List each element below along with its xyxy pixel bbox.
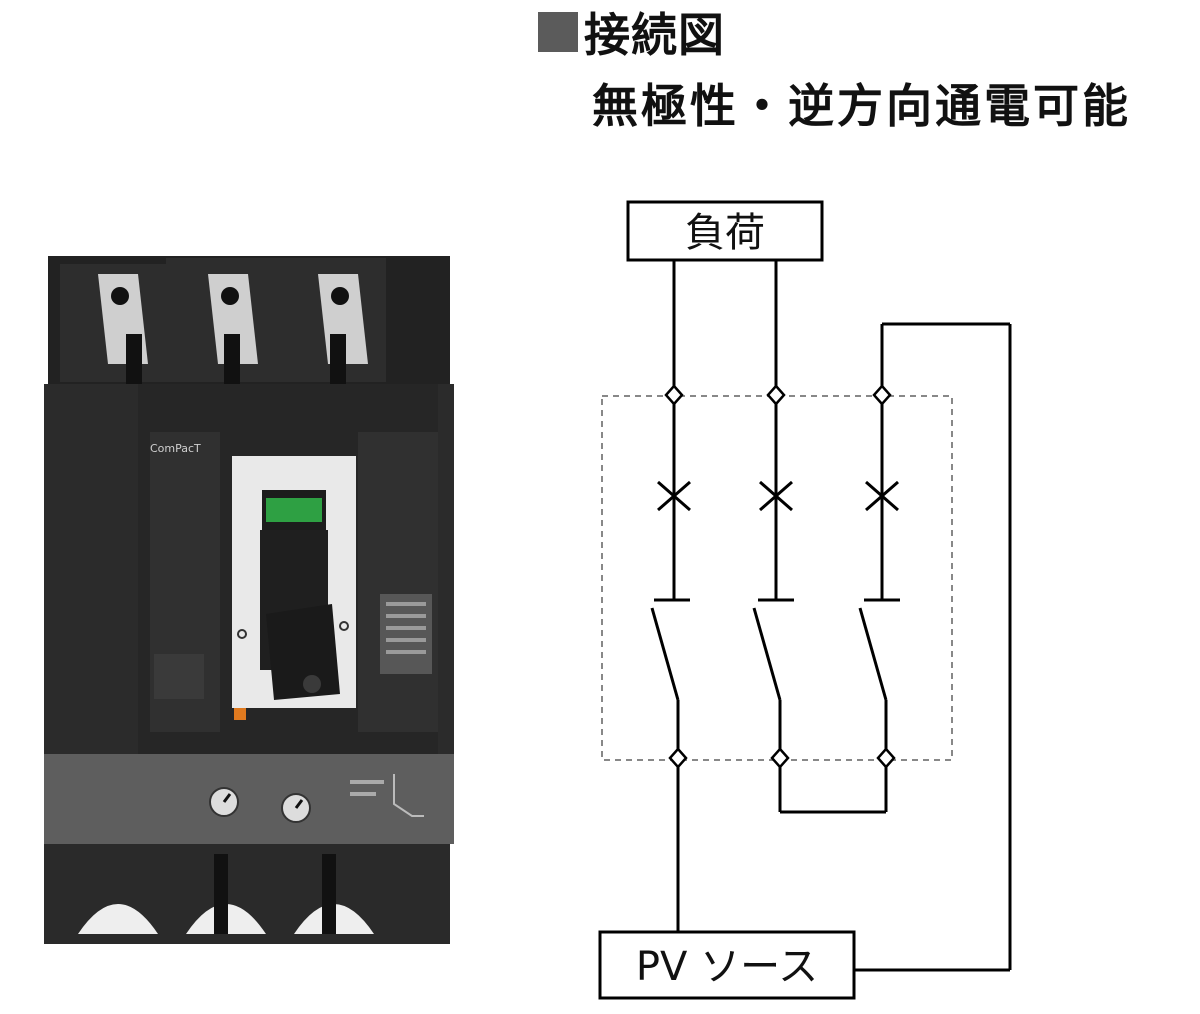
heading-title: 接続図: [584, 8, 725, 62]
top-terminal-block: [48, 256, 450, 394]
brand-text: ComPacT: [150, 442, 201, 455]
load-label: 負荷: [685, 210, 765, 256]
pole-2: [752, 260, 794, 812]
wiring-diagram: 負荷: [598, 200, 1012, 1000]
subheading: 無極性・逆方向通電可能: [592, 79, 1131, 133]
load-box: 負荷: [626, 200, 824, 262]
breaker-boundary: [601, 395, 953, 761]
breaker-body: ComPacT: [44, 384, 454, 754]
pole-3: [858, 322, 1012, 970]
pole-1: [650, 260, 691, 932]
breaker-photo: ComPacT: [44, 256, 454, 944]
diagram-heading: 接続図: [538, 2, 725, 62]
source-label: PV ソース: [636, 944, 818, 990]
breaker-lower-panel: [44, 754, 454, 844]
bottom-terminal-block: [44, 844, 450, 944]
heading-square-icon: [538, 12, 578, 52]
pv-source-box: PV ソース: [598, 930, 856, 1000]
